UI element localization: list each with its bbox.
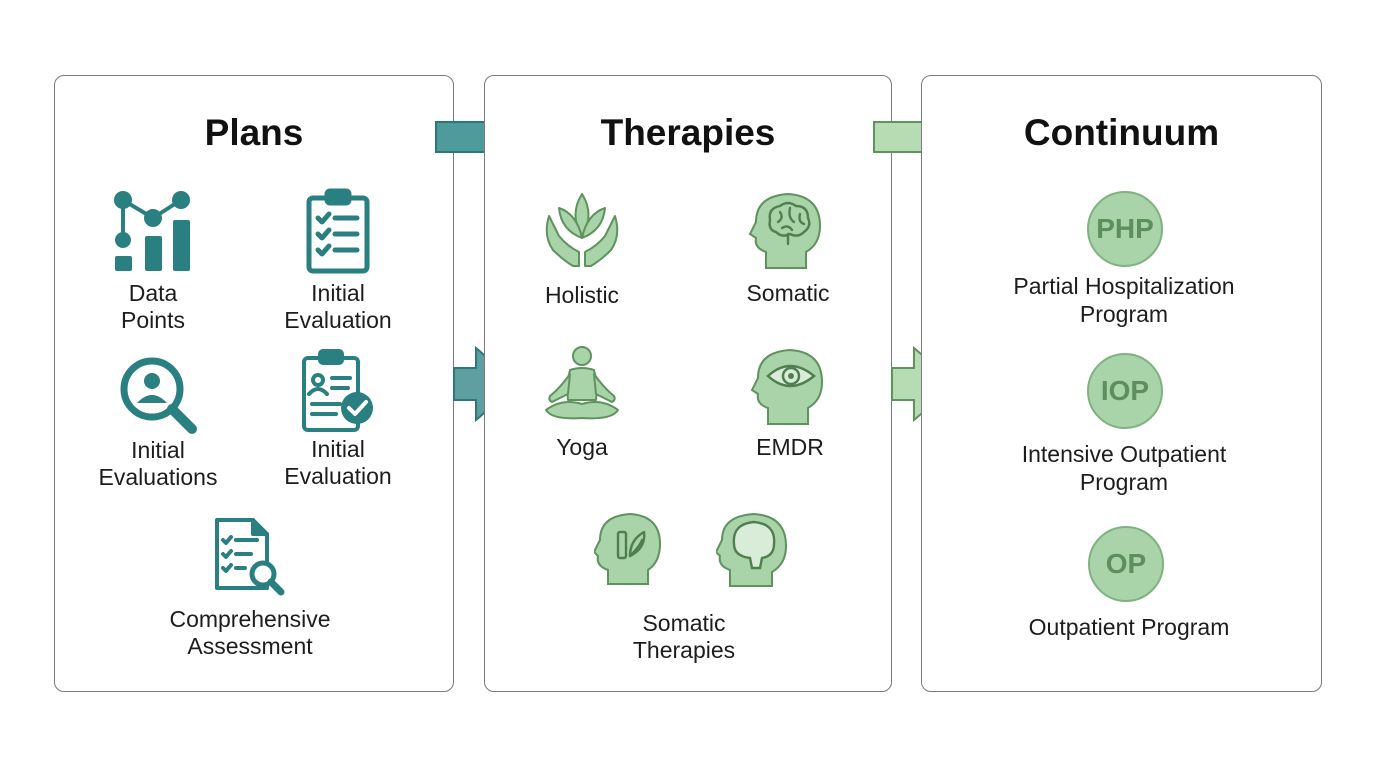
yoga-label: Yoga [556, 434, 608, 460]
clipboard-profile-check-icon [302, 349, 373, 432]
plans-title: Plans [204, 112, 304, 153]
meditation-pose-icon [545, 346, 619, 420]
comprehensive-assessment-label: Comprehensive Assessment [169, 606, 331, 659]
holistic-label: Holistic [544, 282, 620, 308]
yoga-item: Yoga [522, 344, 642, 461]
op-badge: OP [1088, 526, 1164, 602]
initial-evaluation-label-1: Initial Evaluation [284, 280, 392, 333]
initial-evaluation-item: Initial Evaluation [268, 188, 408, 334]
data-points-chart-icon [114, 191, 190, 271]
somatic-label: Somatic [746, 280, 830, 306]
initial-evaluations-label: Initial Evaluations [98, 437, 218, 490]
data-points-label: Data Points [121, 280, 185, 333]
op-label: Outpatient Program [1028, 614, 1230, 640]
iop-label: Intensive Outpatient Program [1021, 441, 1227, 495]
head-plants-icon [594, 512, 662, 585]
php-badge: PHP [1087, 191, 1163, 267]
therapies-title: Therapies [600, 112, 776, 153]
lotus-hands-icon [545, 193, 619, 267]
head-brain-icon [748, 192, 822, 269]
php-label: Partial Hospitalization Program [1013, 273, 1235, 327]
somatic-item: Somatic [728, 190, 848, 307]
initial-evaluations-item: Initial Evaluations [88, 355, 228, 491]
initial-evaluation-label-2: Initial Evaluation [284, 436, 392, 489]
data-points-item: Data Points [88, 188, 218, 334]
document-search-icon [215, 518, 285, 596]
clipboard-checklist-icon [306, 188, 370, 274]
therapies-panel [484, 75, 892, 692]
emdr-item: EMDR [730, 346, 850, 461]
iop-badge: IOP [1087, 353, 1163, 429]
magnifier-person-icon [120, 357, 197, 434]
head-brain-outline-icon [716, 512, 788, 587]
comprehensive-assessment-item: Comprehensive Assessment [150, 516, 350, 660]
emdr-label: EMDR [756, 434, 824, 460]
initial-evaluation-item-2: Initial Evaluation [268, 348, 408, 490]
somatic-therapies-label: Somatic Therapies [632, 610, 736, 663]
continuum-title: Continuum [1023, 112, 1220, 153]
holistic-item: Holistic [522, 186, 642, 309]
head-eye-icon [750, 348, 824, 425]
